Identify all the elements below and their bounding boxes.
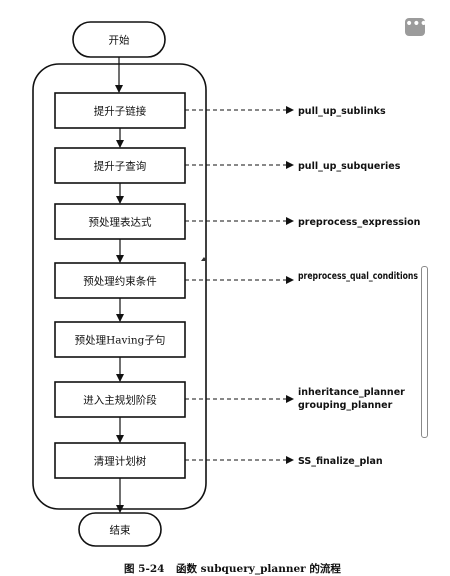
step-label: 预处理约束条件 xyxy=(83,275,157,288)
caption-text: 函数 subquery_planner 的流程 xyxy=(176,562,341,576)
function-name: pull_up_sublinks xyxy=(298,106,386,117)
function-name: SS_finalize_plan xyxy=(298,456,383,467)
start-label: 开始 xyxy=(109,34,130,47)
stray-mark xyxy=(201,257,207,261)
function-name: preprocess_qual_conditions xyxy=(298,271,418,282)
step-label: 提升子链接 xyxy=(94,105,147,118)
caption-number: 图 5-24 xyxy=(124,563,164,575)
end-terminal xyxy=(78,512,162,547)
function-name: grouping_planner xyxy=(298,400,393,411)
function-name: pull_up_subqueries xyxy=(298,161,401,172)
end-label: 结束 xyxy=(110,524,131,537)
step-label: 提升子查询 xyxy=(94,160,147,173)
step-box-finalize-plan xyxy=(54,442,186,479)
step-label: 预处理表达式 xyxy=(89,216,152,229)
step-box-pull-up-sublinks xyxy=(54,92,186,129)
function-name: inheritance_planner xyxy=(298,387,405,398)
step-label: 预处理Having子句 xyxy=(75,334,166,347)
step-label: 清理计划树 xyxy=(94,455,147,468)
ellipsis-icon: ••• xyxy=(405,16,428,32)
step-box-pull-up-subqueries xyxy=(54,147,186,184)
step-label: 进入主规划阶段 xyxy=(83,394,157,407)
scrollbar[interactable] xyxy=(421,266,428,438)
function-name: preprocess_expression xyxy=(298,217,421,228)
more-options-button[interactable]: ••• xyxy=(405,16,428,36)
